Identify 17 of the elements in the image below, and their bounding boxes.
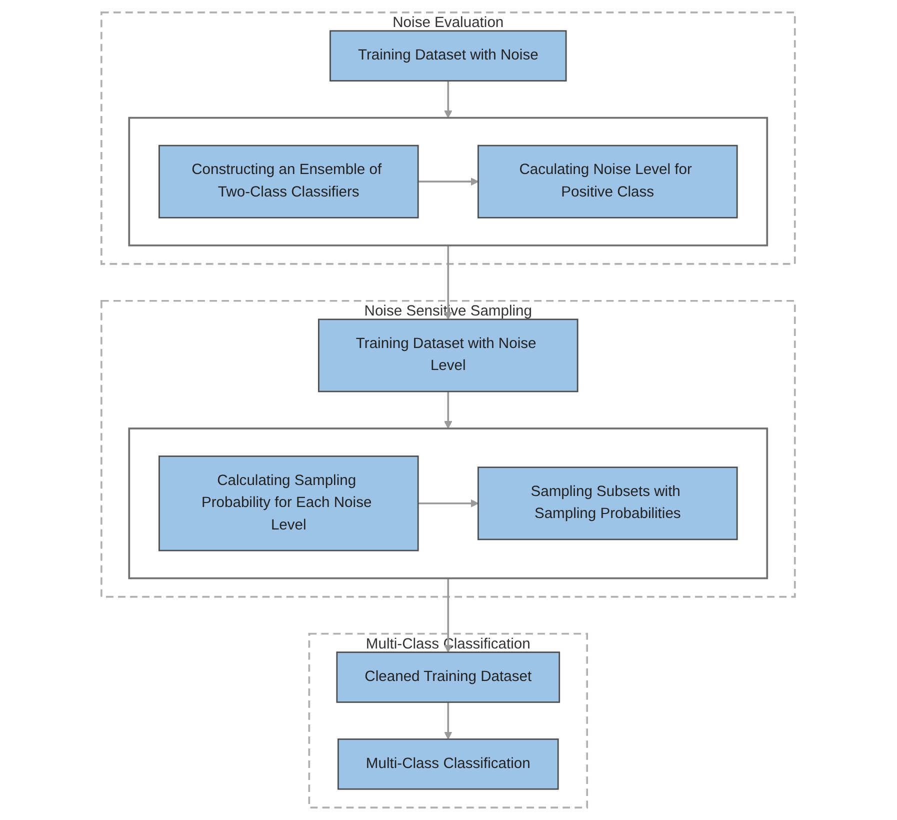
arrow (444, 578, 453, 653)
arrow (444, 80, 453, 118)
node-box: Sampling Subsets with Sampling Probabilities (478, 466, 738, 540)
node-box: Caculating Noise Level for Positive Class (478, 144, 738, 218)
node-box: Calculating Sampling Probability for Each Noise Level (158, 456, 420, 552)
node-box: Cleaned Training Dataset (336, 652, 560, 703)
node-box: Training Dataset with Noise Level (318, 318, 579, 392)
node-box: Constructing an Ensemble of Two-Class Classifiers (158, 144, 420, 218)
cluster (128, 116, 768, 246)
arrow (444, 392, 453, 429)
node-box: Training Dataset with Noise (330, 30, 568, 82)
cluster (128, 428, 768, 580)
node-box: Multi-Class Classification (338, 738, 560, 790)
arrow (444, 702, 453, 740)
arrow (418, 499, 479, 508)
arrow (444, 245, 453, 320)
arrow (418, 178, 479, 186)
